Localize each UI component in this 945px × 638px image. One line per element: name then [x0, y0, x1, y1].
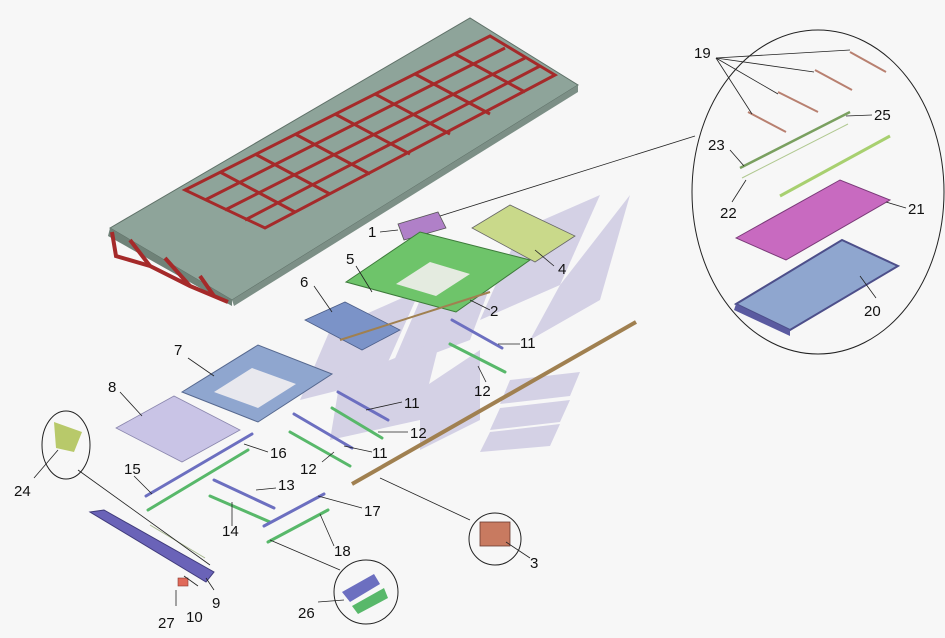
part-26-profile-green [352, 588, 388, 614]
callout-26-leader [269, 539, 341, 571]
part-7-cutout [214, 368, 296, 408]
part-24-bracket [54, 422, 82, 452]
part-10-clip [177, 577, 189, 587]
part-1-panel [397, 211, 447, 241]
roof-frame-grid [181, 34, 559, 230]
detail-strip-23 [741, 123, 849, 179]
label-12b: 12 [410, 425, 427, 442]
label-12c: 12 [300, 461, 317, 478]
label-15: 15 [124, 461, 141, 478]
roof-shell-side [108, 228, 232, 306]
part-labels: 1 2 3 4 5 6 7 8 9 10 11 11 11 12 12 12 1… [14, 45, 925, 632]
label-11b: 11 [404, 395, 420, 412]
label-17: 17 [364, 503, 381, 520]
detail-leader [439, 135, 696, 217]
callout-24 [41, 410, 91, 480]
label-13: 13 [278, 477, 295, 494]
strips [144, 318, 507, 544]
label-18: 18 [334, 543, 351, 560]
label-1: 1 [368, 224, 376, 241]
long-rod [351, 320, 637, 486]
label-7: 7 [174, 342, 182, 359]
label-10: 10 [186, 609, 203, 626]
label-20: 20 [864, 303, 881, 320]
label-21: 21 [908, 201, 925, 218]
label-23: 23 [708, 137, 725, 154]
part-8-panel [115, 395, 241, 463]
detail-rods-19 [747, 51, 887, 133]
label-11c: 11 [372, 445, 388, 462]
part-26-profile [342, 574, 380, 602]
detail-panel-20-edge [734, 304, 790, 336]
detail-callout [691, 29, 945, 355]
label-2: 2 [490, 303, 498, 320]
label-3: 3 [530, 555, 538, 572]
callout-26 [333, 559, 399, 625]
part-4-panel [471, 204, 576, 263]
detail-panel-21 [734, 179, 892, 261]
label-22: 22 [720, 205, 737, 222]
label-25: 25 [874, 107, 891, 124]
detail-strip-green [779, 134, 891, 198]
label-19: 19 [694, 45, 711, 62]
roof-front-frame [110, 231, 229, 304]
label-5: 5 [346, 251, 354, 268]
label-9: 9 [212, 595, 220, 612]
label-11a: 11 [520, 335, 536, 352]
part-5-cutout [396, 262, 470, 296]
leader-lines [33, 49, 907, 606]
part-2-rod [339, 291, 491, 341]
part-9-bar [88, 509, 215, 583]
label-24: 24 [14, 483, 31, 500]
detail-strip-25 [739, 110, 851, 170]
label-8: 8 [108, 379, 116, 396]
roof-shell-end [232, 85, 578, 306]
label-4: 4 [558, 261, 566, 278]
callout-3-leader [379, 477, 471, 521]
label-26: 26 [298, 605, 315, 622]
label-6: 6 [300, 274, 308, 291]
label-27: 27 [158, 615, 175, 632]
label-16: 16 [270, 445, 287, 462]
label-12a: 12 [474, 383, 491, 400]
callout-3 [468, 512, 522, 566]
part-3-block [479, 521, 511, 547]
roof-shell-assembly [108, 17, 579, 306]
label-14: 14 [222, 523, 239, 540]
callout-24-leader [77, 469, 211, 566]
